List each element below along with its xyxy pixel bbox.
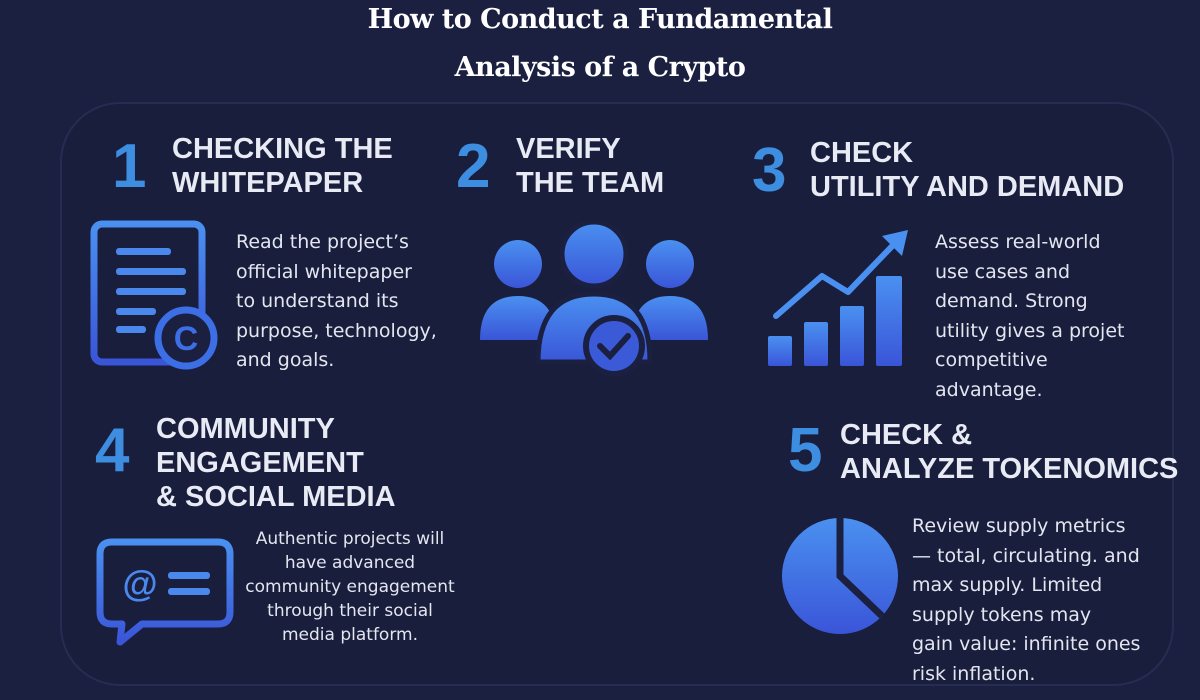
step-2-number: 2 <box>456 132 491 201</box>
growth-chart-icon <box>768 230 908 366</box>
pie-chart-icon <box>782 518 898 634</box>
step-2-heading: VERIFY THE TEAM <box>516 133 665 199</box>
step-4-number: 4 <box>95 416 130 485</box>
step-1-heading: CHECKING THE WHITEPAPER <box>172 133 393 199</box>
page-title-line1: How to Conduct a Fundamental <box>367 4 833 35</box>
page-title-line2: Analysis of a Crypto <box>454 52 746 83</box>
step-5-number: 5 <box>788 416 823 485</box>
chat-bubble-icon: @ <box>96 538 234 646</box>
step-4-description: Authentic projects will have advanced co… <box>245 529 455 645</box>
step-4-heading: COMMUNITY ENGAGEMENT & SOCIAL MEDIA <box>156 413 396 513</box>
content-panel <box>60 102 1174 686</box>
whitepaper-document-icon: C <box>90 220 218 370</box>
step-5-heading: CHECK & ANALYZE TOKENOMICS <box>840 419 1179 485</box>
svg-text:C: C <box>174 320 199 358</box>
step-1-number: 1 <box>112 132 147 201</box>
step-3-number: 3 <box>752 136 787 205</box>
team-people-icon <box>480 222 708 377</box>
step-5-description: Review supply metrics — total, circulati… <box>912 515 1141 685</box>
at-sign: @ <box>122 563 157 604</box>
step-3-heading: CHECK UTILITY AND DEMAND <box>810 137 1125 203</box>
step-3-description: Assess real-world use cases and demand. … <box>935 231 1125 401</box>
step-1-description: Read the project’s official whitepaper t… <box>236 231 437 371</box>
